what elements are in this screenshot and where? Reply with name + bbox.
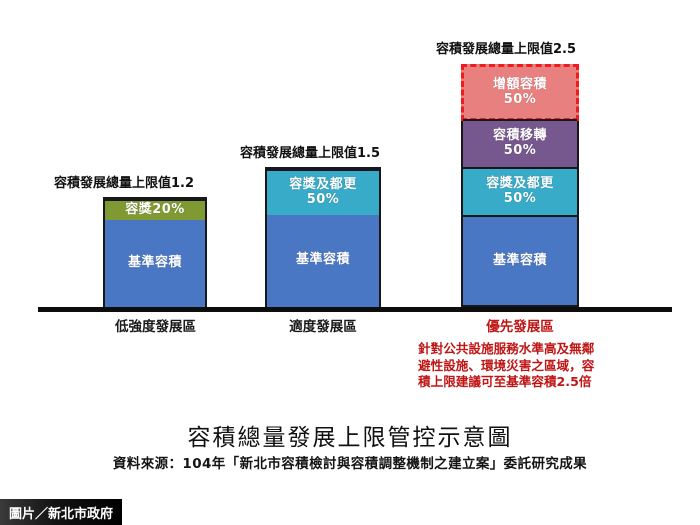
segment-label-line1: 容積移轉 [492,128,547,144]
bar-segment-incentive-20: 容獎20% [105,199,205,221]
category-label-moderate: 適度發展區 [289,319,357,335]
figure-source: 資料來源：104年「新北市容積檢討與容積調整機制之建立案」委託研究成果 [112,456,588,472]
baseline-axis [38,307,672,312]
bar-segment-additional-volume-50: 增額容積 50% [461,64,579,121]
watermark-badge: 圖片／新北市政府 [0,499,122,525]
bar-segment-incentive-urban-renewal-50: 容獎及都更 50% [267,169,379,215]
bar-segment-base-volume: 基準容積 [463,215,577,305]
note-line-1: 針對公共設施服務水準高及無鄰 [418,341,595,356]
segment-label-line1: 容獎及都更 [486,176,554,192]
watermark-label: 圖片／新北市政府 [8,506,113,522]
segment-label-line2: 50% [306,191,340,207]
bar-segment-base-volume: 基準容積 [267,214,379,307]
segment-label-line1: 容獎及都更 [289,176,357,192]
segment-label-line1: 增額容積 [492,76,547,92]
segment-label-line2: 50% [503,191,537,206]
bar-cap-label-2: 容積發展總量上限值1.5 [240,146,381,161]
bar-stack-low-intensity: 容獎20% 基準容積 [103,197,207,309]
bar-stack-priority: 增額容積 50% 容積移轉 50% 容獎及都更 50% 基準容積 [461,64,579,307]
bar-segment-base-volume: 基準容積 [105,220,205,307]
segment-label-line2: 50% [503,91,537,107]
category-label-low-intensity: 低強度發展區 [115,319,196,335]
note-line-2: 避性設施、環境災害之區域，容 [418,357,595,373]
bar-segment-incentive-urban-renewal-50: 容獎及都更 50% [463,167,577,215]
segment-label-line1: 基準容積 [492,252,547,268]
note-line-3: 積上限建議可至基準容積2.5倍 [418,374,592,390]
segment-label-line1: 基準容積 [295,252,350,268]
category-label-priority: 優先發展區 [486,319,554,335]
segment-label-line1: 容獎20% [125,202,185,218]
bar-cap-label-3: 容積發展總量上限值2.5 [436,42,577,57]
bar-cap-label-1: 容積發展總量上限值1.2 [54,176,195,191]
figure-title: 容積總量發展上限管控示意圖 [187,425,513,451]
bar-segment-volume-transfer-50: 容積移轉 50% [463,119,577,167]
bar-stack-moderate: 容獎及都更 50% 基準容積 [265,167,381,309]
priority-zone-note: 針對公共設施服務水準高及無鄰 避性設施、環境災害之區域，容 積上限建議可至基準容… [418,341,640,391]
segment-label-line2: 50% [503,143,537,158]
segment-label-line1: 基準容積 [127,255,182,271]
